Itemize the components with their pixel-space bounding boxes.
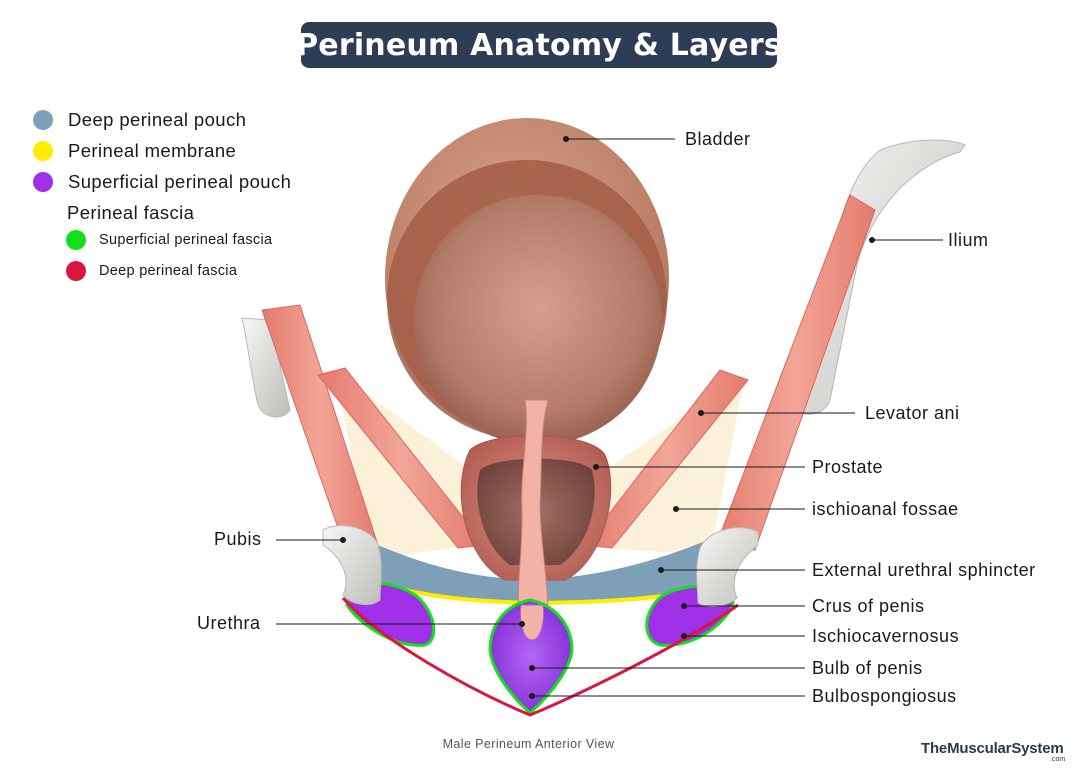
legend-swatch <box>66 230 86 250</box>
label-ischioanal-fossae: ischioanal fossae <box>812 499 959 519</box>
legend-swatch <box>66 261 86 281</box>
label-bladder: Bladder <box>685 129 751 149</box>
bulb-of-penis <box>488 598 574 716</box>
figure-caption: Male Perineum Anterior View <box>442 737 615 751</box>
bladder-lumen <box>414 195 662 445</box>
label-external-urethral-sphincter: External urethral sphincter <box>812 560 1036 580</box>
label-ischiocavernosus: Ischiocavernosus <box>812 626 960 646</box>
legend-label: Perineal membrane <box>68 140 237 161</box>
legend-label: Deep perineal fascia <box>99 263 238 279</box>
label-pubis: Pubis <box>214 529 262 549</box>
legend-label: Superficial perineal fascia <box>99 232 273 248</box>
brand-logo: TheMuscularSystem <box>921 740 1064 757</box>
brand-logo-suffix: .com <box>1050 756 1066 763</box>
pubis-right <box>696 527 759 608</box>
label-prostate: Prostate <box>812 457 884 477</box>
muscle-right-outer <box>714 194 876 551</box>
levator-ani-right <box>584 369 749 549</box>
page-title: Perineum Anatomy & Layers <box>296 27 782 63</box>
label-bulb-of-penis: Bulb of penis <box>812 658 923 678</box>
legend-item-perineal-membrane: Perineal membrane <box>33 140 236 162</box>
legend-swatch <box>33 172 53 192</box>
legend-item-superficial-perineal-pouch: Superficial perineal pouch <box>33 171 291 193</box>
legend-label: Superficial perineal pouch <box>68 171 292 192</box>
urethra-in-bulb <box>520 604 544 641</box>
label-urethra: Urethra <box>197 613 261 633</box>
legend-item-deep-perineal-fascia: Deep perineal fascia <box>66 261 237 281</box>
deep-perineal-pouch <box>355 535 730 603</box>
label-bulbospongiosus: Bulbospongiosus <box>812 686 957 706</box>
label-levator-ani: Levator ani <box>865 403 960 423</box>
legend-swatch <box>33 141 53 161</box>
pubis-left <box>322 525 382 606</box>
ilium-left <box>241 317 291 418</box>
legend-swatch <box>33 110 53 130</box>
title-badge: Perineum Anatomy & Layers <box>296 22 782 68</box>
label-crus-of-penis: Crus of penis <box>812 596 925 616</box>
label-ilium: Ilium <box>948 230 989 250</box>
legend-item-superficial-perineal-fascia: Superficial perineal fascia <box>66 230 272 250</box>
legend-label: Deep perineal pouch <box>68 109 247 130</box>
legend-item-deep-perineal-pouch: Deep perineal pouch <box>33 109 246 131</box>
deep-perineal-fascia <box>341 597 739 717</box>
legend-heading-perineal-fascia: Perineal fascia <box>67 202 195 223</box>
